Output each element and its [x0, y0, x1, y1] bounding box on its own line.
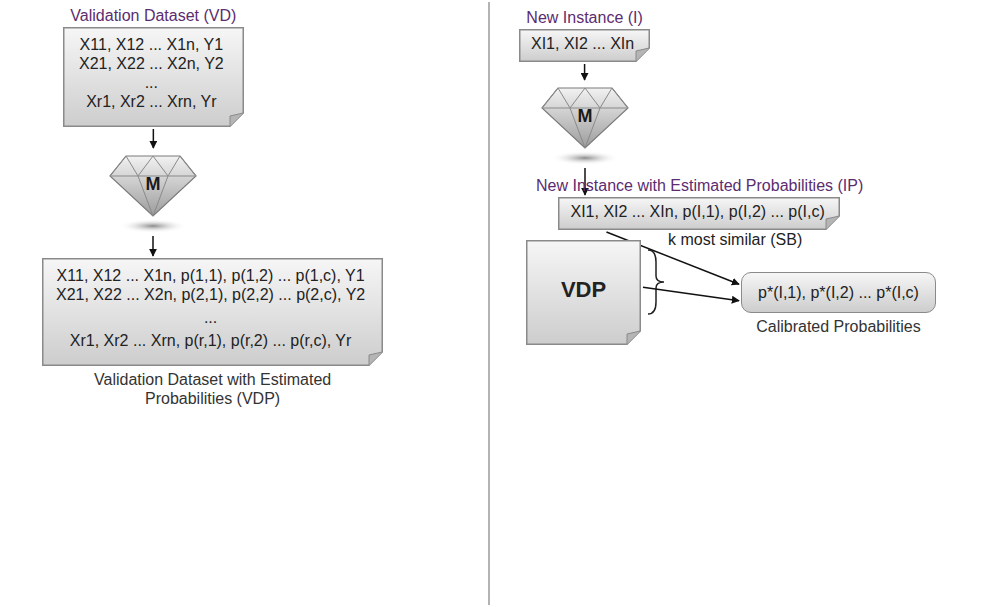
data-row: XI1, XI2 ... XIn [531, 34, 634, 53]
data-row: ... [56, 308, 365, 327]
similarity-brace [648, 250, 664, 314]
model-label: M [108, 174, 198, 194]
doc-outline [43, 259, 383, 366]
model-diamond: M [540, 82, 630, 166]
flow-arrow [152, 236, 154, 256]
similarity-label: k most similar (SB) [666, 230, 804, 249]
doc-fold [369, 352, 382, 365]
node-caption: Validation Dataset with Estimated Probab… [83, 370, 343, 408]
doc-fold [826, 216, 839, 229]
node-group: New Instance (I) XI1, XI2 ... XIn [519, 8, 650, 62]
document-box: XI1, XI2 ... XIn [519, 29, 650, 62]
data-row: p*(I,1), p*(I,2) ... p*(I,c) [758, 283, 919, 302]
flow-arrow [643, 287, 739, 300]
gem-facets [542, 88, 628, 108]
node-group: M [540, 82, 630, 166]
node-caption: New Instance with Estimated Probabilitie… [536, 176, 863, 195]
node-group: X11, X12 ... X1n, p(1,1), p(1,2) ... p(1… [42, 258, 383, 408]
result-box: p*(I,1), p*(I,2) ... p*(I,c) [741, 272, 936, 313]
doc-outline [527, 241, 641, 345]
flow-arrow [584, 64, 586, 80]
doc-outline [559, 198, 840, 230]
data-row: X21, X22 ... X2n, p(2,1), p(2,2) ... p(2… [56, 285, 365, 304]
doc-outline [520, 30, 650, 62]
model-diamond: M [108, 150, 198, 234]
node-group: M [108, 150, 198, 234]
data-row: Xr1, Xr2 ... Xrn, p(r,1), p(r,2) ... p(r… [56, 331, 365, 350]
node-caption: Validation Dataset (VD) [70, 6, 236, 25]
doc-fold [230, 113, 243, 126]
node-group: VDP [526, 240, 641, 345]
doc-outline [64, 28, 244, 127]
node-group: Validation Dataset (VD) X11, X12 ... X1n,… [63, 6, 244, 127]
model-label: M [540, 106, 630, 126]
document-box: X11, X12 ... X1n, p(1,1), p(1,2) ... p(1… [42, 258, 383, 366]
node-caption: New Instance (I) [526, 8, 642, 27]
data-row: X11, X12 ... X1n, Y1 [79, 35, 224, 54]
gem-facets [110, 156, 196, 176]
gem-shadow [119, 219, 187, 233]
node-group: p*(I,1), p*(I,2) ... p*(I,c) Calibrated P… [741, 272, 936, 336]
data-row: X11, X12 ... X1n, p(1,1), p(1,2) ... p(1… [56, 266, 365, 285]
doc-fold [636, 48, 649, 61]
flow-arrow [153, 129, 155, 148]
document-box: X11, X12 ... X1n, Y1X21, X22 ... X2n, Y2… [63, 27, 244, 127]
document-box: XI1, XI2 ... XIn, p(I,1), p(I,2) ... p(I… [558, 197, 840, 230]
data-row: X21, X22 ... X2n, Y2 [79, 54, 224, 73]
data-row: Xr1, Xr2 ... Xrn, Yr [79, 92, 224, 111]
gem-shadow [551, 151, 619, 165]
doc-fold [627, 331, 640, 344]
document-box: VDP [526, 240, 641, 345]
data-row: ... [79, 73, 224, 92]
node-group: New Instance with Estimated Probabilitie… [536, 176, 863, 230]
dataset-label: VDP [561, 277, 606, 303]
divider-line [488, 2, 490, 605]
data-row: XI1, XI2 ... XIn, p(I,1), p(I,2) ... p(I… [570, 202, 824, 221]
node-caption: Calibrated Probabilities [756, 317, 921, 336]
